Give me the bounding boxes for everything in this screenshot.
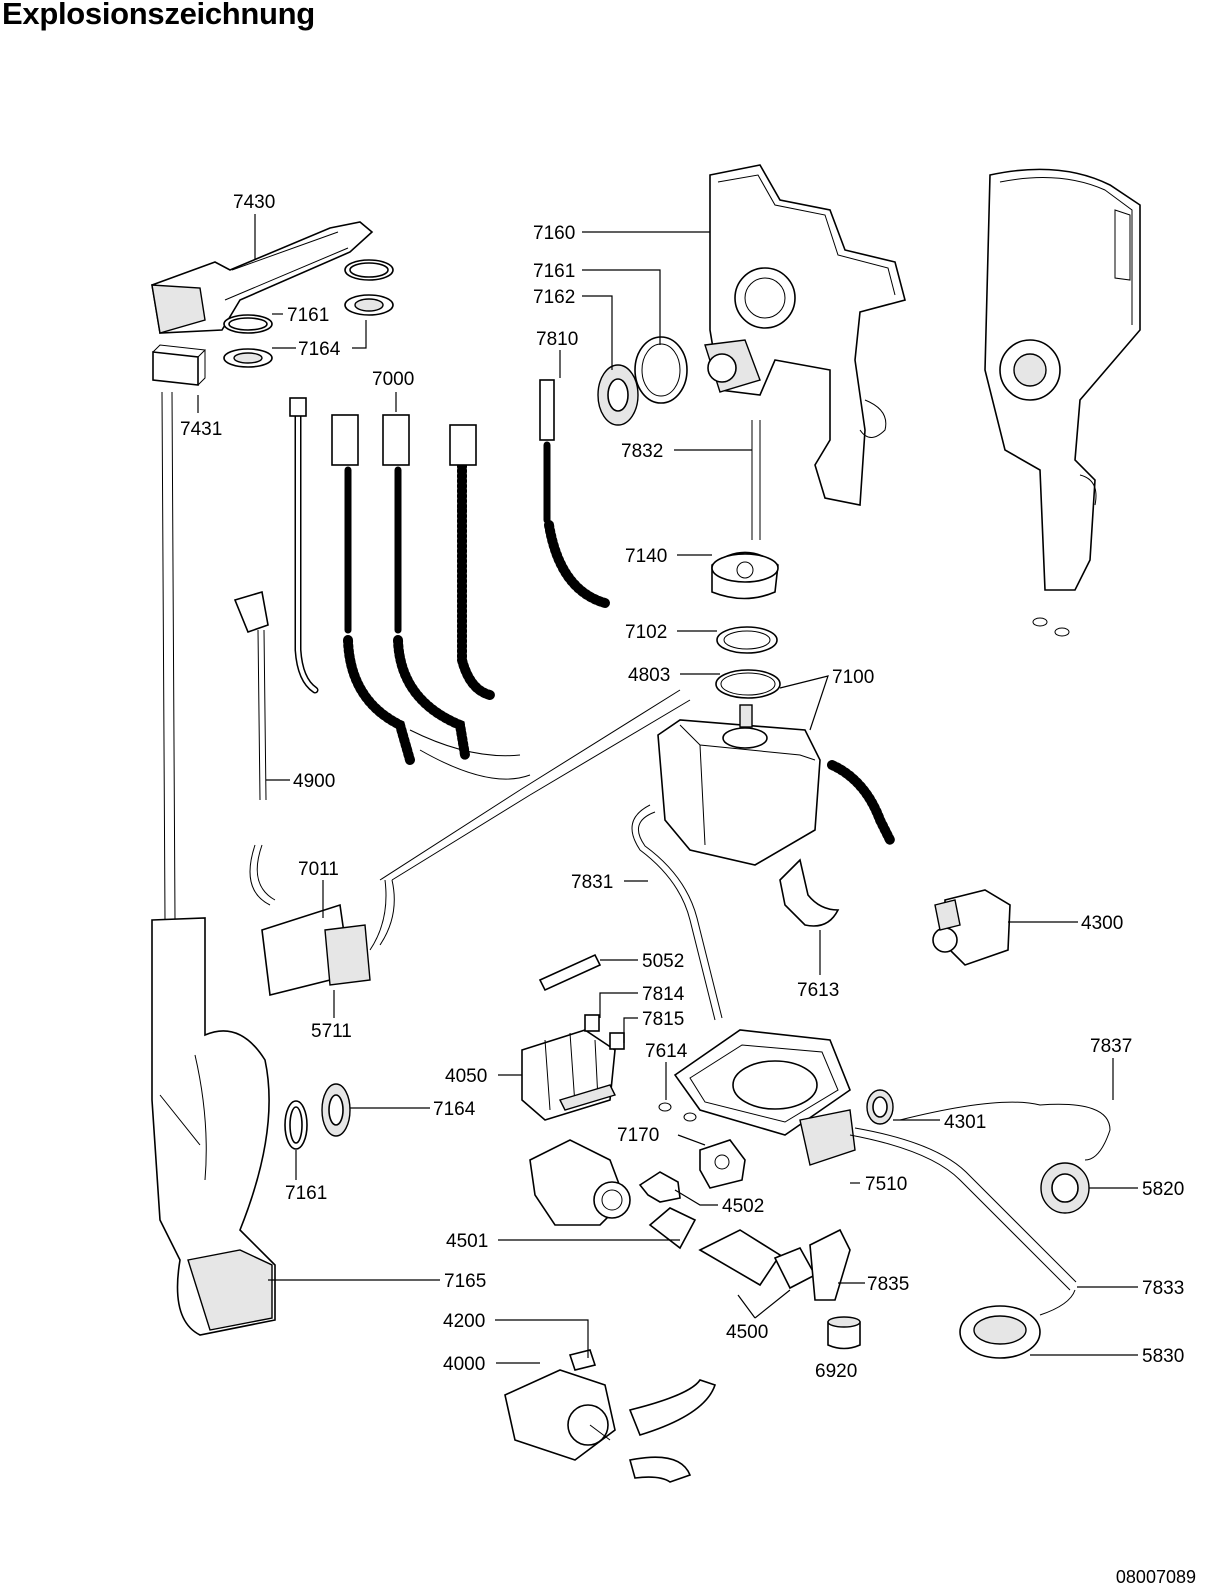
hose-part-7810 [539, 379, 610, 608]
pump-part-4300 [932, 889, 1011, 966]
capacitor-part-6920 [827, 1316, 861, 1350]
inlet-hoses-part-7000 [289, 397, 531, 780]
label-4200: 4200 [443, 1311, 485, 1332]
label-7000: 7000 [372, 369, 414, 390]
bracket-part-7613 [779, 858, 840, 927]
label-7160: 7160 [533, 223, 575, 244]
label-4803: 4803 [628, 665, 670, 686]
label-7833: 7833 [1142, 1278, 1184, 1299]
sensor-part-5820 [1040, 1162, 1090, 1214]
label-4501: 4501 [446, 1231, 488, 1252]
label-7102: 7102 [625, 622, 667, 643]
label-7810: 7810 [536, 329, 578, 350]
label-7614: 7614 [645, 1041, 688, 1062]
label-6920: 6920 [815, 1361, 857, 1382]
seal-ring-part-7161-7162 [597, 336, 688, 426]
page-title: Explosionszeichnung [2, 0, 315, 31]
drain-pump [529, 1139, 631, 1226]
label-4900: 4900 [293, 771, 335, 792]
heater-part-4050 [521, 1014, 625, 1121]
label-7165: 7165 [444, 1271, 486, 1292]
sump-part-7510 [673, 1029, 856, 1166]
air-duct-part-7165 [151, 917, 276, 1336]
label-7100: 7100 [832, 667, 874, 688]
label-7613: 7613 [797, 980, 839, 1001]
label-7161: 7161 [533, 261, 575, 282]
label-4300: 4300 [1081, 913, 1123, 934]
side-panel-right [984, 168, 1141, 637]
label-7831: 7831 [571, 872, 613, 893]
label-7164: 7164 [433, 1099, 476, 1120]
seal-part-4301 [866, 1089, 894, 1125]
label-7161: 7161 [285, 1183, 327, 1204]
label-4301: 4301 [944, 1112, 986, 1133]
air-duct-part-7430 [151, 221, 374, 334]
label-4000: 4000 [443, 1354, 485, 1375]
label-7170: 7170 [617, 1125, 659, 1146]
elbow-part-4502 [638, 1171, 681, 1203]
label-5830: 5830 [1142, 1346, 1184, 1367]
label-7431: 7431 [180, 419, 222, 440]
label-7815: 7815 [642, 1009, 684, 1030]
label-7837: 7837 [1090, 1036, 1132, 1057]
label-7430: 7430 [233, 192, 275, 213]
label-5052: 5052 [642, 951, 684, 972]
hose-part-7831 [631, 804, 723, 1021]
small-seals-part-7614 [658, 1102, 697, 1122]
label-4050: 4050 [445, 1066, 487, 1087]
label-7140: 7140 [625, 546, 667, 567]
seal-rings-part-7161-7164 [223, 259, 394, 368]
side-panel-part-7160 [704, 164, 906, 506]
sensor-part-5830 [959, 1289, 1076, 1359]
strip-part-5052 [538, 953, 602, 992]
label-7814: 7814 [642, 984, 685, 1005]
block-part-7431 [152, 344, 207, 386]
label-4502: 4502 [722, 1196, 764, 1217]
salt-cap-part-7140 [711, 551, 779, 600]
hose-part-7833 [849, 1127, 1077, 1291]
label-7162: 7162 [533, 287, 575, 308]
hose-part-7837 [899, 1101, 1111, 1161]
leader-lines [197, 214, 1138, 1364]
rings-part-7102-4803 [715, 626, 781, 699]
label-7832: 7832 [621, 441, 663, 462]
label-7164: 7164 [298, 339, 341, 360]
part-7170 [699, 1139, 746, 1189]
label-5711: 5711 [311, 1021, 352, 1042]
seal-rings-part-7161-7164-b [284, 1083, 351, 1150]
label-5820: 5820 [1142, 1179, 1184, 1200]
tube-part-7832 [751, 420, 761, 540]
label-7161: 7161 [287, 305, 329, 326]
part-number-labels: 7430 7161 7164 7431 7000 4900 7011 5711 … [180, 192, 1184, 1382]
label-7510: 7510 [865, 1174, 907, 1195]
label-7011: 7011 [298, 859, 339, 880]
pipes-part-4500-4501 [648, 1207, 851, 1301]
valve-part-7011 [261, 689, 691, 996]
label-7835: 7835 [867, 1274, 909, 1295]
water-softener-part-7100 [657, 704, 895, 866]
document-number: 08007089 [1115, 1567, 1196, 1587]
circulation-pump-part-4000 [504, 1349, 717, 1483]
cable-part-4900 [233, 590, 276, 906]
label-4500: 4500 [726, 1322, 768, 1343]
